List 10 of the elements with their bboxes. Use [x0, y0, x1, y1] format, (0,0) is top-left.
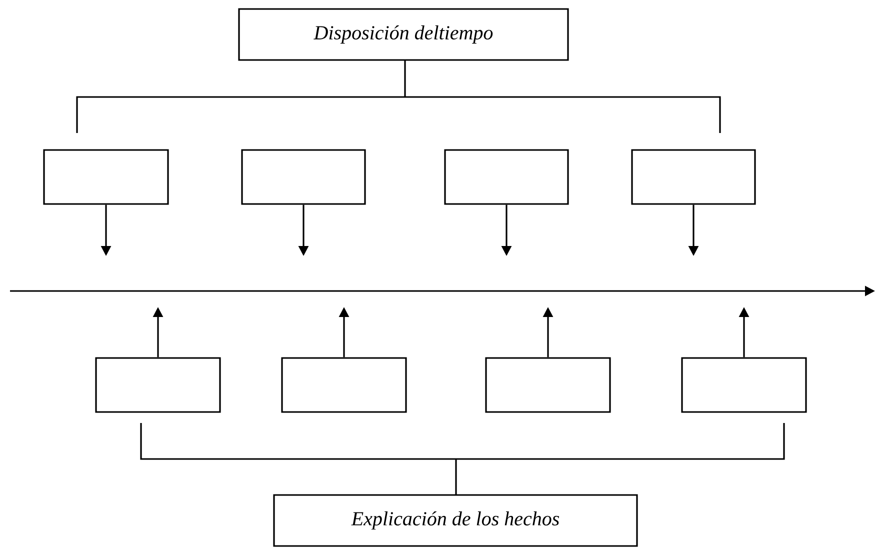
empty-box [631, 149, 756, 205]
empty-box [485, 357, 611, 413]
empty-box [43, 149, 169, 205]
title-box: Explicación de los hechos [273, 494, 638, 547]
empty-box [281, 357, 407, 413]
empty-box [681, 357, 807, 413]
empty-box [95, 357, 221, 413]
empty-box [444, 149, 569, 205]
empty-box [241, 149, 366, 205]
title-box: Disposición deltiempo [238, 8, 569, 61]
